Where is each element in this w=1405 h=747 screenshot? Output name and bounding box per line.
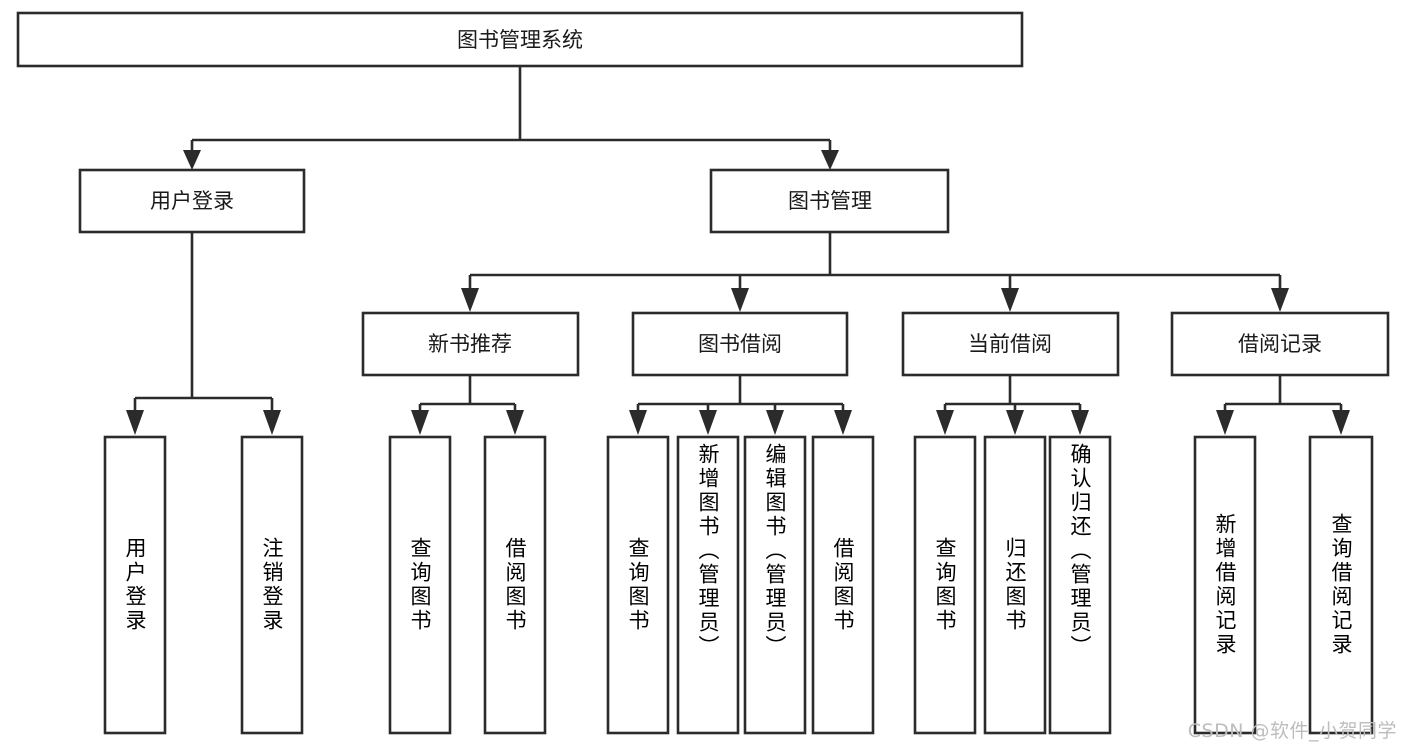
- leaf-9-text: 查询图书: [933, 537, 957, 633]
- node-borrow-box[interactable]: [631, 311, 849, 377]
- leaf-6-text: 新增图书（管理员）: [696, 443, 720, 659]
- node-record-label: 借阅记录: [1238, 332, 1322, 356]
- arrowhead-record: [1271, 288, 1289, 312]
- leaf-5-text: 查询图书: [626, 537, 650, 633]
- node-record[interactable]: 借阅记录: [1170, 311, 1390, 377]
- arrowhead-leaf-12: [1216, 410, 1234, 435]
- node-record-box[interactable]: [1170, 311, 1390, 377]
- leaf-4-text: 借阅图书: [503, 537, 527, 633]
- node-leaf-2-label: 注销登录: [242, 437, 302, 733]
- node-leaf-9-label: 查询图书: [915, 437, 975, 733]
- leaf-boxes-layer: [103, 435, 1374, 735]
- arrowhead-leaf-9: [936, 410, 954, 435]
- arrowhead-leaf-1: [126, 410, 144, 435]
- node-bookmgmt-box[interactable]: [709, 168, 950, 234]
- arrowhead-leaf-11: [1071, 410, 1089, 435]
- node-borrow[interactable]: 图书借阅: [631, 311, 849, 377]
- node-login[interactable]: 用户登录: [78, 168, 306, 234]
- node-leaf-4-box[interactable]: [483, 435, 547, 735]
- leaf-3-text: 查询图书: [408, 537, 432, 633]
- node-leaf-7-label: 编辑图书（管理员）: [745, 437, 805, 733]
- arrowhead-leaf-7: [766, 410, 784, 435]
- arrowhead-leaf-3: [411, 410, 429, 435]
- node-root-box[interactable]: [16, 11, 1024, 68]
- arrowhead-borrow: [731, 288, 749, 312]
- leaf-7-text: 编辑图书（管理员）: [763, 443, 787, 659]
- node-login-box[interactable]: [78, 168, 306, 234]
- node-leaf-12-label: 新增借阅记录: [1195, 437, 1255, 733]
- arrowhead-bookmgmt: [821, 150, 839, 170]
- node-leaf-5-box[interactable]: [606, 435, 670, 735]
- node-leaf-7-box[interactable]: [743, 435, 807, 735]
- leaf-11-text: 确认归还（管理员）: [1068, 443, 1092, 659]
- node-current-label: 当前借阅: [968, 332, 1052, 356]
- node-leaf-13-box[interactable]: [1308, 435, 1374, 735]
- arrowhead-newbook: [461, 288, 479, 312]
- node-leaf-2-box[interactable]: [240, 435, 304, 735]
- arrowhead-leaf-10: [1006, 410, 1024, 435]
- arrowhead-current: [1001, 288, 1019, 312]
- node-leaf-11-label: 确认归还（管理员）: [1050, 437, 1110, 733]
- arrowhead-leaf-4: [506, 410, 524, 435]
- node-current-box[interactable]: [901, 311, 1120, 377]
- node-leaf-8-box[interactable]: [811, 435, 875, 735]
- node-leaf-10-label: 归还图书: [985, 437, 1045, 733]
- arrowhead-leaf-6: [699, 410, 717, 435]
- node-bookmgmt[interactable]: 图书管理: [709, 168, 950, 234]
- arrowhead-login: [183, 150, 201, 170]
- node-leaf-1-label: 用户登录: [105, 437, 165, 733]
- leaf-8-text: 借阅图书: [831, 537, 855, 633]
- node-leaf-13-label: 查询借阅记录: [1310, 437, 1372, 733]
- arrowhead-leaf-8: [834, 410, 852, 435]
- node-leaf-1-box[interactable]: [103, 435, 167, 735]
- leaf-13-text: 查询借阅记录: [1329, 513, 1353, 657]
- node-leaf-4-label: 借阅图书: [485, 437, 545, 733]
- arrowhead-leaf-13: [1332, 410, 1350, 435]
- leaf-12-text: 新增借阅记录: [1213, 513, 1237, 657]
- node-current[interactable]: 当前借阅: [901, 311, 1120, 377]
- node-leaf-9-box[interactable]: [913, 435, 977, 735]
- node-newbook-label: 新书推荐: [428, 332, 512, 356]
- arrowhead-leaf-5: [629, 410, 647, 435]
- node-leaf-6-label: 新增图书（管理员）: [678, 437, 738, 733]
- node-newbook[interactable]: 新书推荐: [361, 311, 580, 377]
- leaf-10-text: 归还图书: [1003, 537, 1027, 633]
- node-leaf-10-box[interactable]: [983, 435, 1047, 735]
- arrowhead-leaf-2: [263, 410, 281, 435]
- leaf-1-text: 用户登录: [123, 537, 147, 633]
- node-borrow-label: 图书借阅: [698, 332, 782, 356]
- node-leaf-12-box[interactable]: [1193, 435, 1257, 735]
- edges-layer: [126, 66, 1350, 435]
- leaf-2-text: 注销登录: [260, 537, 284, 633]
- node-leaf-11-box[interactable]: [1048, 435, 1112, 735]
- node-root[interactable]: 图书管理系统: [16, 11, 1024, 68]
- node-leaf-5-label: 查询图书: [608, 437, 668, 733]
- node-login-label: 用户登录: [150, 189, 234, 213]
- node-bookmgmt-label: 图书管理: [788, 189, 872, 213]
- node-newbook-box[interactable]: [361, 311, 580, 377]
- node-root-label: 图书管理系统: [457, 28, 583, 52]
- node-leaf-3-box[interactable]: [388, 435, 452, 735]
- node-leaf-6-box[interactable]: [676, 435, 740, 735]
- node-leaf-3-label: 查询图书: [390, 437, 450, 733]
- node-leaf-8-label: 借阅图书: [813, 437, 873, 733]
